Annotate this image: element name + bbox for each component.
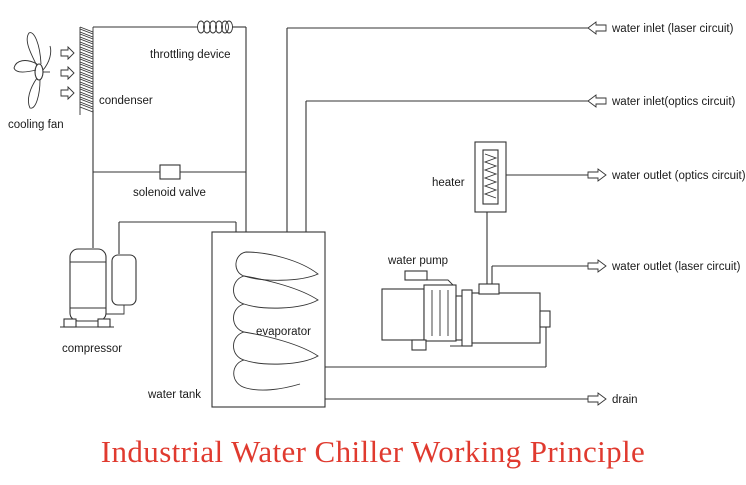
water-tank	[211, 231, 326, 408]
water-pump	[381, 270, 551, 351]
condenser-label: condenser	[99, 95, 153, 107]
cooling-fan-icon	[13, 32, 52, 109]
drain-label: drain	[612, 394, 638, 406]
evaporator-coil	[233, 251, 319, 391]
water-piping	[286, 27, 588, 400]
water-outlet-optics-label: water outlet (optics circuit)	[611, 170, 746, 182]
water-pump-label: water pump	[387, 255, 448, 267]
airflow-arrows	[60, 45, 75, 101]
compressor-label: compressor	[62, 343, 122, 355]
water-inlet-laser-label: water inlet (laser circuit)	[611, 23, 734, 35]
condenser	[79, 26, 94, 115]
outlet-optics-arrow-icon	[587, 168, 607, 182]
water-tank-label: water tank	[147, 389, 201, 401]
solenoid-valve-label: solenoid valve	[133, 187, 206, 199]
drain-arrow-icon	[587, 392, 607, 406]
inlet-optics-arrow-icon	[587, 94, 607, 108]
water-outlet-laser-label: water outlet (laser circuit)	[611, 261, 741, 273]
water-inlet-optics-label: water inlet(optics circuit)	[611, 96, 736, 108]
heater	[474, 141, 507, 213]
throttling-device	[196, 20, 233, 34]
diagram-title: Industrial Water Chiller Working Princip…	[101, 434, 645, 469]
refrigerant-piping	[92, 26, 247, 254]
compressor	[60, 248, 137, 328]
outlet-laser-arrow-icon	[587, 259, 607, 273]
heater-label: heater	[432, 177, 465, 189]
flow-arrows	[587, 21, 607, 406]
evaporator-label: evaporator	[256, 326, 311, 338]
throttling-device-label: throttling device	[150, 49, 231, 61]
solenoid-valve	[159, 164, 181, 180]
cooling-fan-label: cooling fan	[8, 119, 64, 131]
inlet-laser-arrow-icon	[587, 21, 607, 35]
